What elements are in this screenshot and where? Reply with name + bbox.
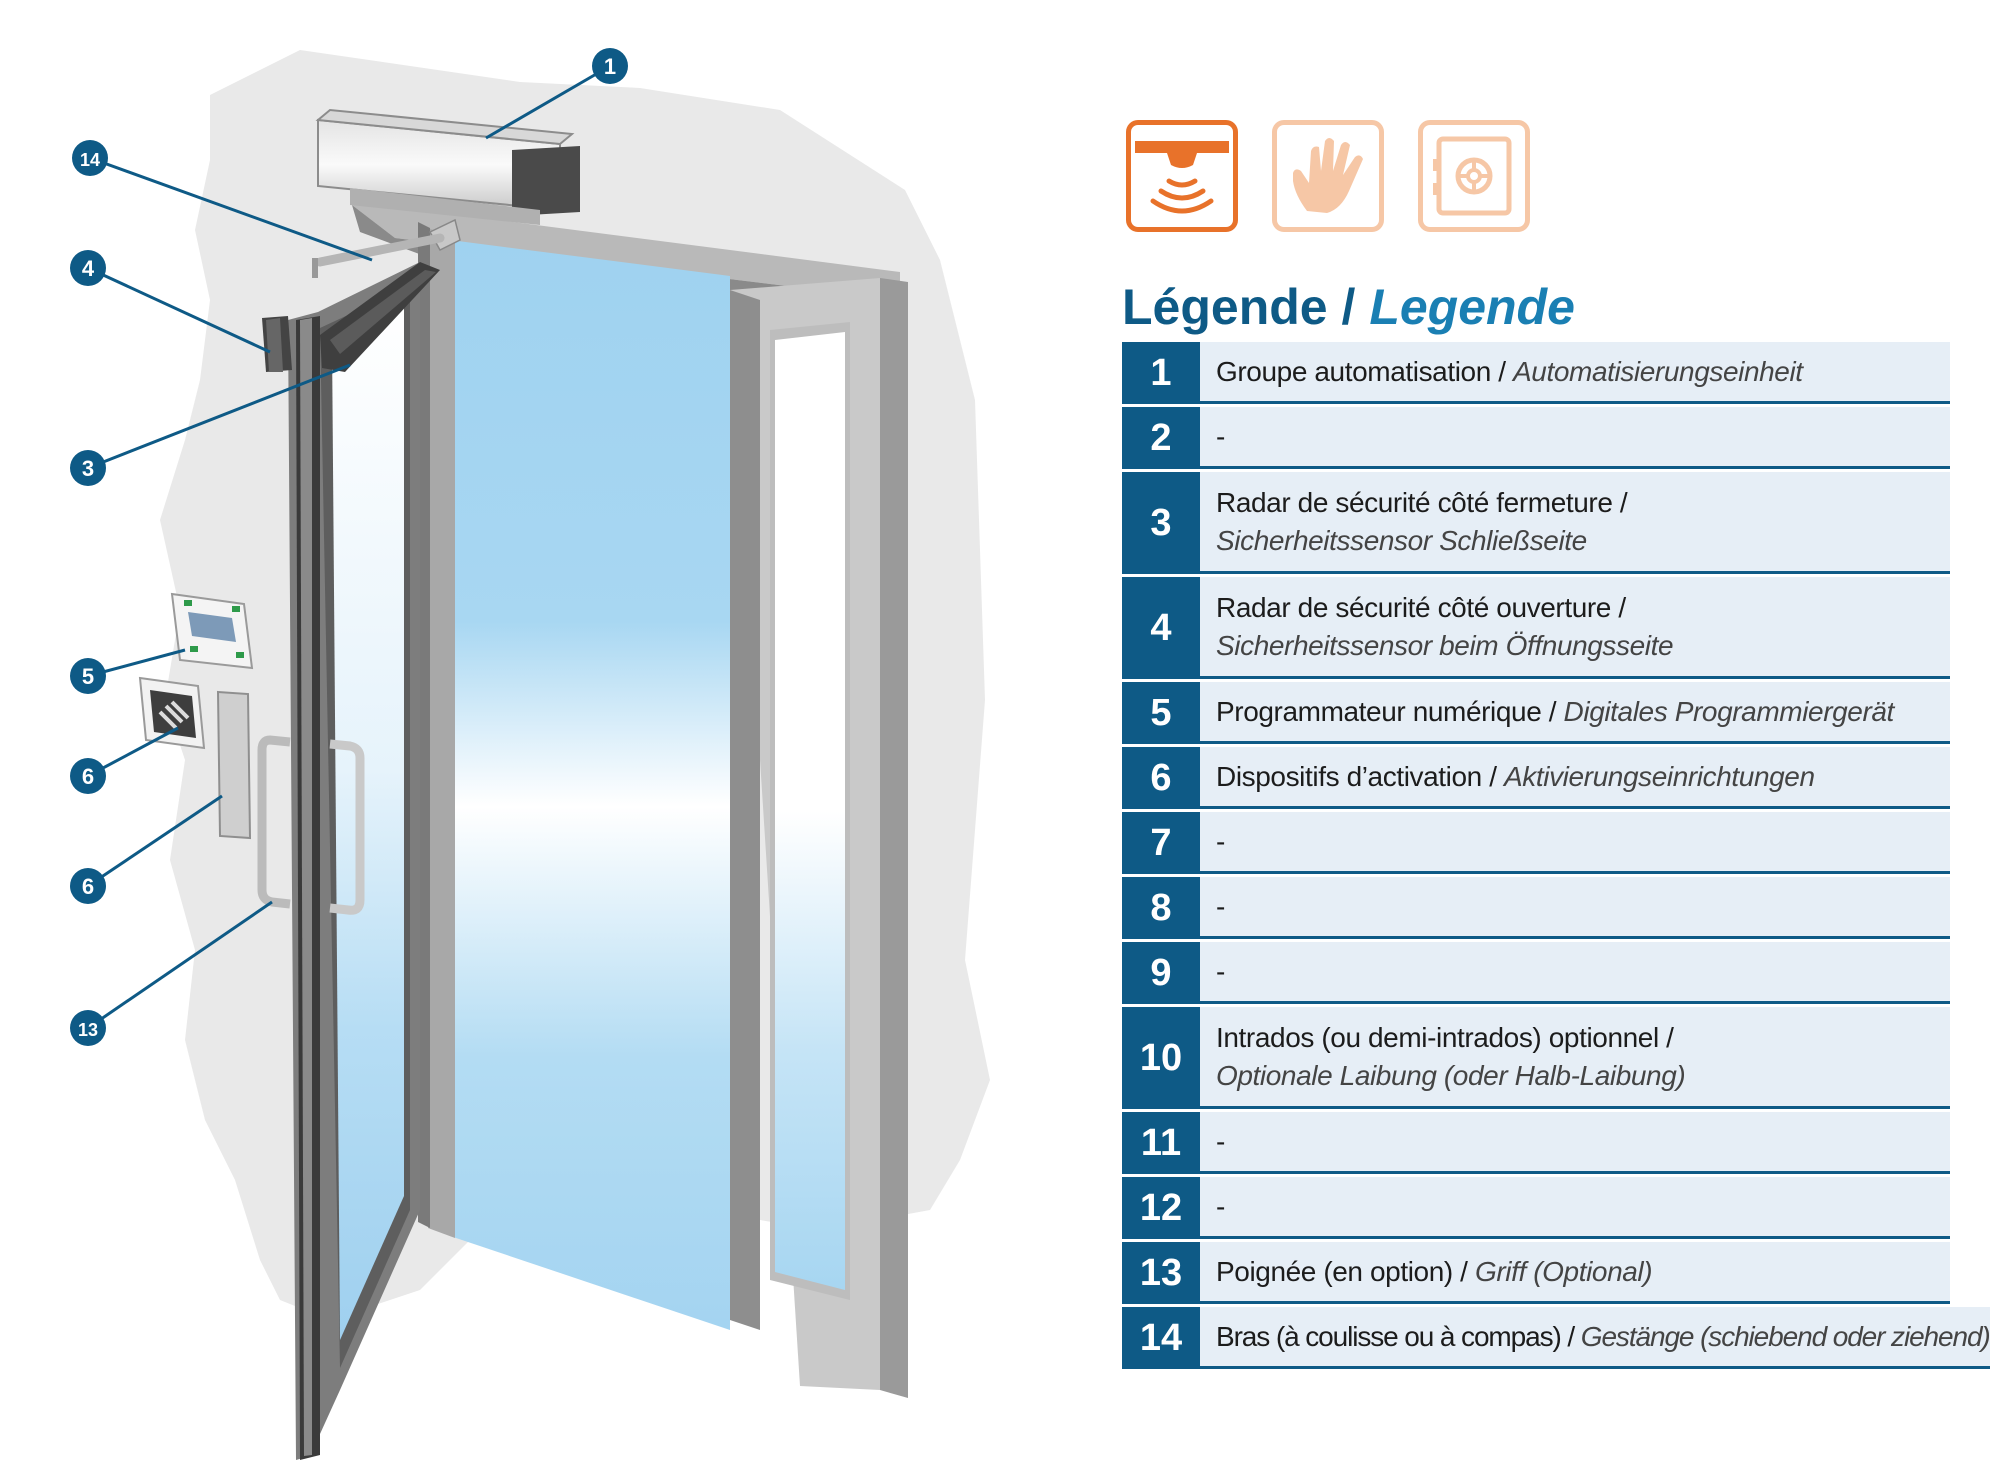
legend-row-number: 8 <box>1122 877 1200 939</box>
callout-6b: 6 <box>70 868 106 904</box>
legend-row-de: Digitales Programmiergerät <box>1563 695 1895 727</box>
legend-row-9: 9 - <box>1122 942 1950 1007</box>
legend-row-6: 6 Dispositifs d’activation / Aktivierung… <box>1122 747 1950 812</box>
legend-row-1: 1 Groupe automatisation / Automatisierun… <box>1122 342 1950 407</box>
activation-column <box>216 690 252 840</box>
legend-row-number: 2 <box>1122 407 1200 469</box>
legend-row-fr: Bras (à coulisse ou à compas) / <box>1216 1320 1575 1352</box>
callout-1: 1 <box>592 48 628 84</box>
frame-right-post <box>880 278 908 1398</box>
legend-row-number: 4 <box>1122 577 1200 679</box>
legend-row-number: 10 <box>1122 1007 1200 1109</box>
legend-row-de: Optionale Laibung (oder Halb-Laibung) <box>1216 1059 1686 1091</box>
legend-row-de: Gestänge (schiebend oder ziehend) <box>1580 1320 1991 1352</box>
legend-table: 1 Groupe automatisation / Automatisierun… <box>1122 342 1991 1372</box>
door-illustration: 1 14 4 3 5 6 6 13 <box>70 48 990 1460</box>
legend-row-10: 10 Intrados (ou demi-intrados) optionnel… <box>1122 1007 1950 1112</box>
legend-row-fr: Dispositifs d’activation / <box>1216 760 1497 792</box>
callout-5: 5 <box>70 658 106 694</box>
legend-row-fr: Groupe automatisation / <box>1216 355 1506 387</box>
callout-13: 13 <box>70 1010 106 1046</box>
legend-row-2: 2 - <box>1122 407 1950 472</box>
callout-leaders <box>87 64 611 1030</box>
legend-row-de: Aktivierungseinrichtungen <box>1504 760 1815 792</box>
legend-row-fr: - <box>1216 890 1225 922</box>
legend-row-number: 6 <box>1122 747 1200 809</box>
legend-row-de: Automatisierungseinheit <box>1513 355 1803 387</box>
legend-row-fr: Intrados (ou demi-intrados) optionnel / <box>1216 1021 1674 1053</box>
door-handle <box>257 735 291 909</box>
legend-title: Légende / Legende <box>1122 278 1575 336</box>
legend-row-number: 14 <box>1122 1307 1200 1369</box>
radar-sensor-icon <box>1126 120 1238 232</box>
safe-icon <box>1418 120 1530 232</box>
callout-label: 6 <box>82 764 94 789</box>
legend-row-fr: - <box>1216 420 1225 452</box>
legend-row-fr: - <box>1216 1190 1225 1222</box>
callout-4: 4 <box>70 250 106 286</box>
callout-3: 3 <box>70 450 106 486</box>
callout-6a: 6 <box>70 758 106 794</box>
legend-row-number: 9 <box>1122 942 1200 1004</box>
main-glass-opening <box>450 240 730 1330</box>
legend-row-number: 12 <box>1122 1177 1200 1239</box>
legend-row-fr: Radar de sécurité côté ouverture / <box>1216 591 1626 623</box>
legend-row-fr: - <box>1216 1125 1225 1157</box>
legend-row-5: 5 Programmateur numérique / Digitales Pr… <box>1122 682 1950 747</box>
legend-row-4: 4 Radar de sécurité côté ouverture / Sich… <box>1122 577 1950 682</box>
legend-row-de: Griff (Optional) <box>1474 1255 1653 1287</box>
frame-header <box>352 168 900 300</box>
legend-row-fr: Radar de sécurité côté fermeture / <box>1216 486 1628 518</box>
callout-label: 13 <box>78 1020 98 1040</box>
callout-label: 4 <box>82 256 95 281</box>
callout-14: 14 <box>72 140 108 176</box>
callout-label: 3 <box>82 456 94 481</box>
legend-row-8: 8 - <box>1122 877 1950 942</box>
frame-left-post <box>428 228 455 1238</box>
legend-title-fr: Légende <box>1122 279 1328 335</box>
callout-label: 14 <box>80 150 100 170</box>
legend-row-fr: - <box>1216 955 1225 987</box>
legend-row-11: 11 - <box>1122 1112 1950 1177</box>
legend-row-number: 1 <box>1122 342 1200 404</box>
legend-row-13: 13 Poignée (en option) / Griff (Optional… <box>1122 1242 1950 1307</box>
legend-row-12: 12 - <box>1122 1177 1950 1242</box>
legend-row-14: 14 Bras (à coulisse ou à compas) / Gestä… <box>1122 1307 1991 1372</box>
legend-row-number: 3 <box>1122 472 1200 574</box>
legend-row-fr: Poignée (en option) / <box>1216 1255 1468 1287</box>
callout-label: 5 <box>82 664 94 689</box>
legend-row-fr: Programmateur numérique / <box>1216 695 1557 727</box>
legend-row-fr: - <box>1216 825 1225 857</box>
legend-row-3: 3 Radar de sécurité côté fermeture / Sich… <box>1122 472 1950 577</box>
legend-row-7: 7 - <box>1122 812 1950 877</box>
legend-title-separator: / <box>1341 279 1356 335</box>
legend-row-de: Sicherheitssensor Schließseite <box>1216 524 1587 556</box>
legend-row-number: 5 <box>1122 682 1200 744</box>
door-glass <box>332 304 404 1340</box>
callout-label: 6 <box>82 874 94 899</box>
legend-row-number: 13 <box>1122 1242 1200 1304</box>
legend-row-de: Sicherheitssensor beim Öffnungsseite <box>1216 629 1674 661</box>
hand-icon <box>1272 120 1384 232</box>
activation-pad <box>138 676 206 750</box>
legend-row-number: 7 <box>1122 812 1200 874</box>
callout-label: 1 <box>604 54 616 79</box>
legend-title-de: Legende <box>1369 279 1575 335</box>
digital-programmer <box>170 592 254 670</box>
legend-row-number: 11 <box>1122 1112 1200 1174</box>
